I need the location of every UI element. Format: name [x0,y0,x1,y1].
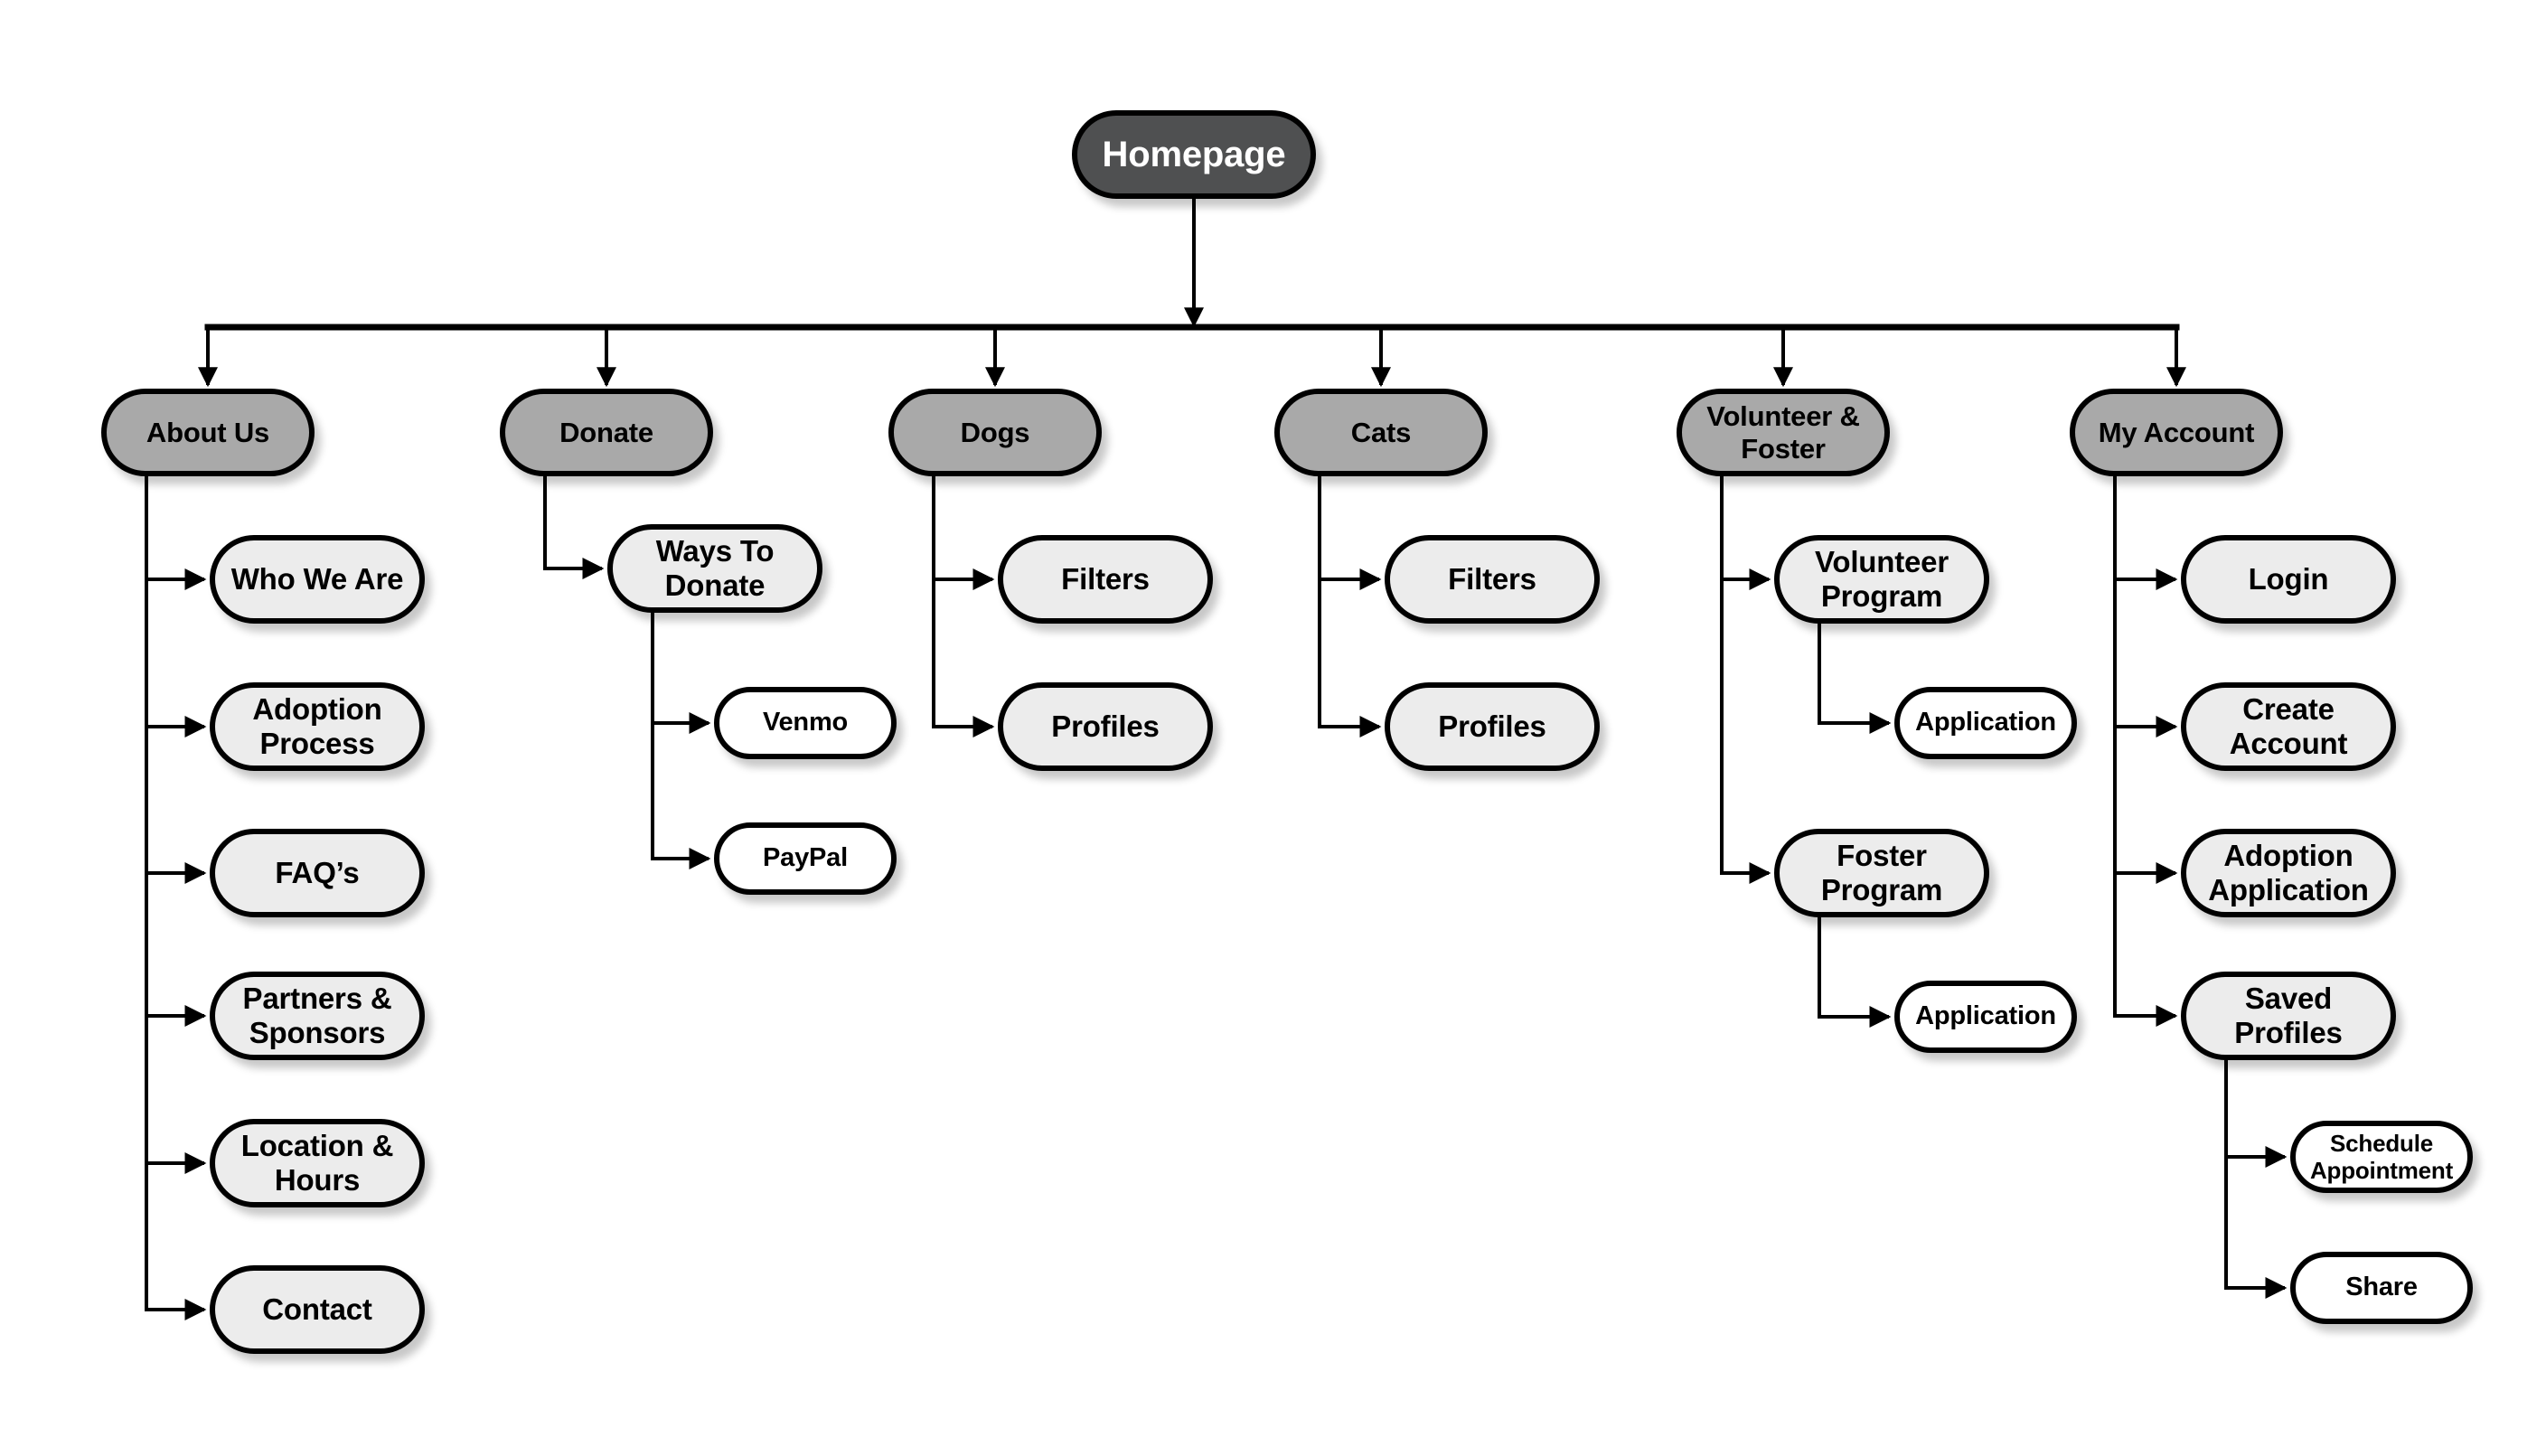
node-label-who-we-are: Who We Are [230,561,404,596]
node-partners-sponsors[interactable]: Partners & Sponsors [210,972,425,1060]
node-label-adoption-process: Adoption Process [252,691,382,760]
node-dogs-profiles[interactable]: Profiles [998,682,1213,771]
node-label-location-hours: Location & Hours [240,1128,394,1197]
connector [2113,476,2178,884]
node-volunteer-application[interactable]: Application [1894,687,2077,759]
node-foster-program[interactable]: Foster Program [1774,829,1989,917]
node-label-adoption-application: Adoption Application [2208,838,2369,906]
node-label-contact: Contact [262,1292,372,1326]
connector [1818,624,1892,734]
node-paypal[interactable]: PayPal [714,822,897,895]
node-adoption-process[interactable]: Adoption Process [210,682,425,771]
connector [2113,476,2178,737]
node-cats-filters[interactable]: Filters [1385,535,1600,624]
node-contact[interactable]: Contact [210,1265,425,1354]
node-about-us[interactable]: About Us [101,389,315,476]
node-label-ways-to-donate: Ways To Donate [655,533,775,602]
connector [2224,1060,2288,1299]
node-label-saved-profiles: Saved Profiles [2234,981,2343,1049]
node-label-my-account: My Account [2098,416,2255,448]
node-label-share: Share [2345,1273,2418,1302]
connector [1318,476,1382,590]
connector [145,476,207,884]
node-label-login: Login [2248,561,2329,596]
node-label-foster-application: Application [1915,1001,2056,1031]
node-label-volunteer-foster: Volunteer & Foster [1706,399,1860,465]
node-cats[interactable]: Cats [1274,389,1488,476]
node-foster-application[interactable]: Application [1894,981,2077,1053]
connector [651,613,711,734]
node-label-donate: Donate [559,416,653,448]
node-cats-profiles[interactable]: Profiles [1385,682,1600,771]
node-label-paypal: PayPal [763,843,848,873]
node-label-venmo: Venmo [762,708,849,737]
node-my-account[interactable]: My Account [2070,389,2283,476]
node-venmo[interactable]: Venmo [714,687,897,759]
node-label-about-us: About Us [146,416,270,448]
connector [145,476,207,1027]
connector [1318,476,1382,737]
node-dogs[interactable]: Dogs [888,389,1102,476]
node-ways-to-donate[interactable]: Ways To Donate [607,524,822,613]
node-label-faqs: FAQ’s [275,855,360,889]
node-location-hours[interactable]: Location & Hours [210,1119,425,1207]
node-share[interactable]: Share [2290,1252,2473,1324]
node-label-dogs-filters: Filters [1061,561,1150,596]
node-login[interactable]: Login [2181,535,2396,624]
connector [2113,476,2178,1027]
node-adoption-application[interactable]: Adoption Application [2181,829,2396,917]
node-label-schedule-appointment: Schedule Appointment [2309,1129,2454,1184]
connector [932,476,995,737]
node-label-volunteer-application: Application [1915,708,2056,737]
node-volunteer-foster[interactable]: Volunteer & Foster [1677,389,1890,476]
node-label-cats-profiles: Profiles [1438,709,1546,743]
connector [145,476,207,737]
node-label-volunteer-program: Volunteer Program [1815,544,1949,613]
node-label-cats-filters: Filters [1448,561,1536,596]
connector [2224,1060,2288,1168]
node-saved-profiles[interactable]: Saved Profiles [2181,972,2396,1060]
node-label-homepage: Homepage [1102,134,1286,174]
node-create-account[interactable]: Create Account [2181,682,2396,771]
connector [145,476,207,1320]
node-who-we-are[interactable]: Who We Are [210,535,425,624]
node-label-partners-sponsors: Partners & Sponsors [242,981,392,1049]
connector [1818,917,1892,1028]
connector [543,476,605,579]
node-schedule-appointment[interactable]: Schedule Appointment [2290,1121,2473,1193]
connector [145,476,207,590]
node-label-cats: Cats [1350,416,1412,448]
connector [651,613,711,869]
node-label-foster-program: Foster Program [1820,838,1943,906]
node-label-dogs: Dogs [960,416,1030,448]
node-dogs-filters[interactable]: Filters [998,535,1213,624]
connector [1720,476,1771,884]
node-volunteer-program[interactable]: Volunteer Program [1774,535,1989,624]
connector [1720,476,1771,590]
node-label-dogs-profiles: Profiles [1051,709,1160,743]
node-faqs[interactable]: FAQ’s [210,829,425,917]
node-label-create-account: Create Account [2229,691,2348,760]
connector [145,476,207,1174]
node-donate[interactable]: Donate [500,389,713,476]
connector [2113,476,2178,590]
connector [932,476,995,590]
node-homepage[interactable]: Homepage [1072,110,1316,199]
